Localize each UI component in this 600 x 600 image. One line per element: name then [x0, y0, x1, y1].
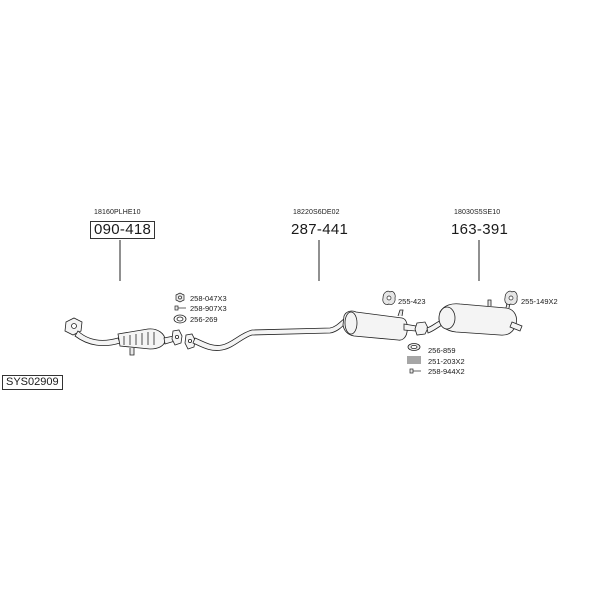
bolt-icon: [174, 305, 186, 311]
nut-icon: [175, 292, 185, 303]
part-number-middle-silencer[interactable]: 287-441: [291, 221, 349, 238]
rear-silencer: [414, 299, 523, 336]
bolt-icon: [409, 368, 421, 374]
part-number-front-pipe[interactable]: 090-418: [90, 221, 156, 239]
rubber-hanger-icon: [382, 290, 396, 305]
system-code-label: SYS02909: [2, 375, 63, 390]
seal-ring-icon: [407, 343, 421, 351]
part-number-rear-silencer[interactable]: 163-391: [451, 221, 509, 238]
front-pipe-catalyst: [64, 317, 183, 356]
spring-icon: [407, 356, 421, 364]
accessory-label-rear-hanger[interactable]: 255-149X2: [521, 297, 558, 306]
accessory-label-spring[interactable]: 251-203X2: [428, 357, 465, 366]
accessory-label-nut[interactable]: 258-047X3: [190, 294, 227, 303]
accessory-label-bolt[interactable]: 258-907X3: [190, 304, 227, 313]
oe-number-rear-silencer: 18030S5SE10: [454, 209, 501, 216]
middle-pipe-silencer: [184, 309, 417, 351]
gasket-ring-icon: [173, 314, 187, 324]
accessory-label-middle-hanger[interactable]: 255-423: [398, 297, 426, 306]
oe-number-middle-silencer: 18220S6DE02: [293, 209, 340, 216]
accessory-label-rear-bolt[interactable]: 258-944X2: [428, 367, 465, 376]
accessory-label-gasket[interactable]: 256-269: [190, 315, 218, 324]
accessory-label-seal-ring[interactable]: 256-859: [428, 346, 456, 355]
rubber-hanger-icon: [504, 290, 518, 305]
oe-number-front-pipe: 18160PLHE10: [94, 209, 141, 216]
